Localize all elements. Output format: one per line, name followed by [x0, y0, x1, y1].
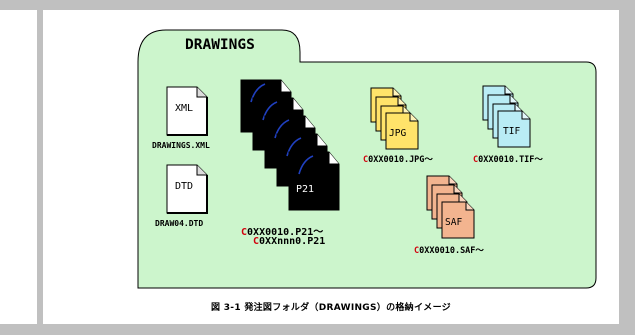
frame-left-bar: [37, 10, 43, 324]
p21-icon-text: P21: [296, 184, 315, 195]
saf-icon-text: SAF: [445, 217, 463, 228]
p21-file-label-line2: C0XXnnn0.P21: [253, 236, 326, 247]
saf-file-label: C0XX0010.SAF～: [414, 246, 484, 256]
dtd-file-label: DRAW04.DTD: [155, 219, 204, 228]
frame-left-margin: [0, 10, 17, 324]
jpg-file-label: C0XX0010.JPG～: [363, 155, 433, 165]
frame-right-band: [619, 10, 635, 324]
tif-icon-text: TIF: [503, 126, 521, 137]
frame-bottom-band: [0, 324, 635, 335]
folder-title: DRAWINGS: [185, 37, 255, 53]
p21-file-stack-icon: [240, 79, 340, 211]
jpg-icon-text: JPG: [389, 128, 407, 139]
xml-file-icon: [166, 86, 208, 136]
figure-caption: 図 3-1 発注図フォルダ（DRAWINGS）の格納イメージ: [211, 303, 451, 313]
tif-file-stack-icon: [482, 85, 531, 148]
jpg-file-stack-icon: [370, 87, 419, 150]
dtd-icon-text: DTD: [175, 181, 194, 192]
xml-icon-text: XML: [175, 103, 194, 114]
dtd-file-icon: [166, 164, 208, 214]
saf-file-stack-icon: [426, 175, 475, 239]
xml-file-label: DRAWINGS.XML: [152, 141, 210, 150]
frame-top-band: [0, 0, 635, 10]
tif-file-label: C0XX0010.TIF～: [473, 155, 543, 165]
p21-file-label-line1: C0XX0010.P21～: [241, 227, 324, 238]
